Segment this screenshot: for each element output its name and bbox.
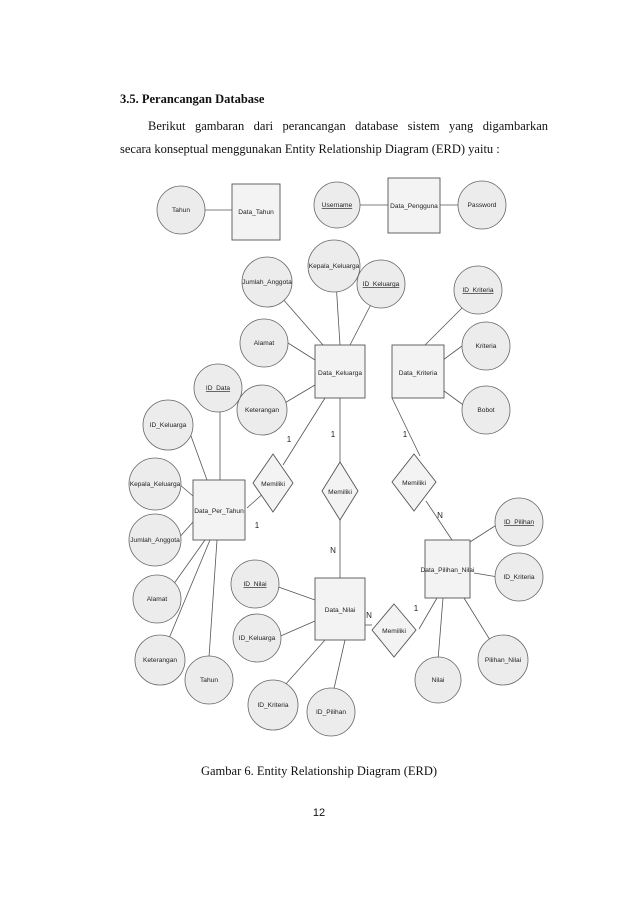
entity-data-keluarga xyxy=(314,344,366,399)
entity-label-data-pilihan-nilai: Data_Pilihan_Nilai xyxy=(421,567,475,574)
attribute-kepala-keluarga-2 xyxy=(128,457,182,511)
erd-connectors xyxy=(159,204,499,694)
cardinality-2: 1 xyxy=(331,430,336,439)
attribute-labels: Tahun Username Password Jumlah_Anggota K… xyxy=(130,202,535,716)
cardinality-4: 1 xyxy=(255,521,260,530)
attribute-jumlah-anggota-2 xyxy=(128,513,182,567)
section-heading: 3.5. Perancangan Database xyxy=(120,92,265,106)
entity-data-nilai xyxy=(314,577,366,641)
cardinality-1: 1 xyxy=(287,435,292,444)
cardinality-5: N xyxy=(437,511,443,520)
attribute-nilai xyxy=(414,656,462,704)
entity-data-kriteria xyxy=(391,344,445,399)
erd-diagram: Data_Tahun Data_Pengguna Data_Keluarga D… xyxy=(128,177,544,737)
attribute-kepala-keluarga-1 xyxy=(307,239,361,293)
paragraph-line-1: Berikut gambaran dari perancangan databa… xyxy=(148,119,548,133)
relationship-memiliki-2 xyxy=(321,461,359,521)
attribute-label-alamat-2: Alamat xyxy=(147,596,168,603)
entity-label-data-pengguna: Data_Pengguna xyxy=(390,203,438,210)
attribute-label-alamat-1: Alamat xyxy=(254,340,275,347)
attribute-label-id-kriteria-1: ID_Kriteria xyxy=(462,287,493,294)
attribute-id-kriteria-2 xyxy=(247,679,299,731)
attribute-id-pilihan-2 xyxy=(494,497,544,547)
attribute-label-tahun-1: Tahun xyxy=(172,207,190,214)
attribute-label-id-kriteria-3: ID_Kriteria xyxy=(503,574,534,581)
attribute-label-tahun-2: Tahun xyxy=(200,677,218,684)
attribute-jumlah-anggota-1 xyxy=(241,256,293,308)
attribute-label-nilai: Nilai xyxy=(432,677,445,684)
attribute-label-id-keluarga-2: ID_Keluarga xyxy=(150,422,187,429)
entity-label-data-nilai: Data_Nilai xyxy=(325,607,356,614)
attribute-label-keterangan-1: Keterangan xyxy=(245,407,279,414)
entity-data-per-tahun xyxy=(192,479,246,541)
relationship-label-memiliki-2: Memiliki xyxy=(328,489,352,496)
relationship-memiliki-1 xyxy=(252,453,294,513)
attribute-label-id-keluarga-1: ID_Keluarga xyxy=(363,281,400,288)
intro-paragraph: Berikut gambaran dari perancangan databa… xyxy=(120,115,548,161)
entity-data-pilihan-nilai xyxy=(424,539,471,599)
entity-label-data-keluarga: Data_Keluarga xyxy=(318,370,362,377)
attribute-label-pilihan-nilai: Pilihan_Nilai xyxy=(485,657,522,664)
entity-label-data-tahun: Data_Tahun xyxy=(238,209,274,216)
relationship-memiliki-4 xyxy=(371,603,417,658)
attribute-label-id-kriteria-2: ID_Kriteria xyxy=(257,702,288,709)
attribute-label-jumlah-anggota-1: Jumlah_Anggota xyxy=(242,279,292,286)
attribute-label-keterangan-2: Keterangan xyxy=(143,657,177,664)
attribute-label-username: Username xyxy=(322,202,353,209)
attribute-label-kepala-keluarga-1: Kepala_Keluarga xyxy=(309,263,360,270)
entity-label-data-kriteria: Data_Kriteria xyxy=(399,370,438,377)
attribute-id-data xyxy=(193,363,243,413)
entity-data-pengguna xyxy=(387,177,441,234)
attribute-label-id-nilai: ID_Nilai xyxy=(243,581,267,588)
attributes xyxy=(128,180,544,737)
attribute-keterangan-1 xyxy=(236,384,288,436)
entities: Data_Tahun Data_Pengguna Data_Keluarga D… xyxy=(192,177,475,641)
attribute-label-id-pilihan-1: ID_Pilihan xyxy=(316,709,346,716)
attribute-keterangan-2 xyxy=(134,634,186,686)
attribute-label-bobot: Bobot xyxy=(477,407,494,414)
relationship-label-memiliki-3: Memiliki xyxy=(402,480,426,487)
relationship-label-memiliki-1: Memiliki xyxy=(261,481,285,488)
figure-caption: Gambar 6. Entity Relationship Diagram (E… xyxy=(200,764,438,778)
relationship-label-memiliki-4: Memiliki xyxy=(382,628,406,635)
attribute-label-kriteria: Kriteria xyxy=(476,343,497,350)
attribute-id-kriteria-3 xyxy=(494,552,544,602)
attribute-username xyxy=(313,181,361,229)
attribute-id-keluarga-3 xyxy=(232,613,282,663)
attribute-id-nilai xyxy=(230,559,280,609)
cardinality-6: N xyxy=(330,546,336,555)
attribute-alamat-2 xyxy=(132,574,182,624)
entity-label-data-per-tahun: Data_Per_Tahun xyxy=(194,508,244,515)
attribute-label-password: Password xyxy=(468,202,497,209)
cardinality-labels: 1 1 1 1 N N N 1 xyxy=(255,430,443,620)
attribute-pilihan-nilai xyxy=(477,634,529,686)
attribute-password xyxy=(457,180,507,230)
attribute-alamat-1 xyxy=(239,318,289,368)
attribute-label-kepala-keluarga-2: Kepala_Keluarga xyxy=(130,481,181,488)
relationships: Memiliki Memiliki Memiliki Memiliki xyxy=(252,453,437,658)
attribute-tahun-1 xyxy=(156,185,206,235)
cardinality-7: N xyxy=(366,611,372,620)
attribute-label-id-pilihan-2: ID_Pilihan xyxy=(504,519,534,526)
attribute-tahun-2 xyxy=(184,655,234,705)
attribute-label-id-data: ID_Data xyxy=(206,385,231,392)
relationship-memiliki-3 xyxy=(391,453,437,512)
attribute-id-keluarga-2 xyxy=(142,399,194,451)
paragraph-line-2: secara konseptual menggunakan Entity Rel… xyxy=(120,142,500,156)
attribute-bobot xyxy=(461,385,511,435)
attribute-id-pilihan-1 xyxy=(306,687,356,737)
cardinality-3: 1 xyxy=(403,430,408,439)
attribute-label-jumlah-anggota-2: Jumlah_Anggota xyxy=(130,537,180,544)
entity-data-tahun xyxy=(231,183,281,241)
cardinality-8: 1 xyxy=(414,604,419,613)
page-number: 12 xyxy=(312,807,326,819)
attribute-id-kriteria-1 xyxy=(453,265,503,315)
attribute-label-id-keluarga-3: ID_Keluarga xyxy=(239,635,276,642)
attribute-kriteria xyxy=(461,321,511,371)
attribute-id-keluarga-1 xyxy=(356,259,406,309)
